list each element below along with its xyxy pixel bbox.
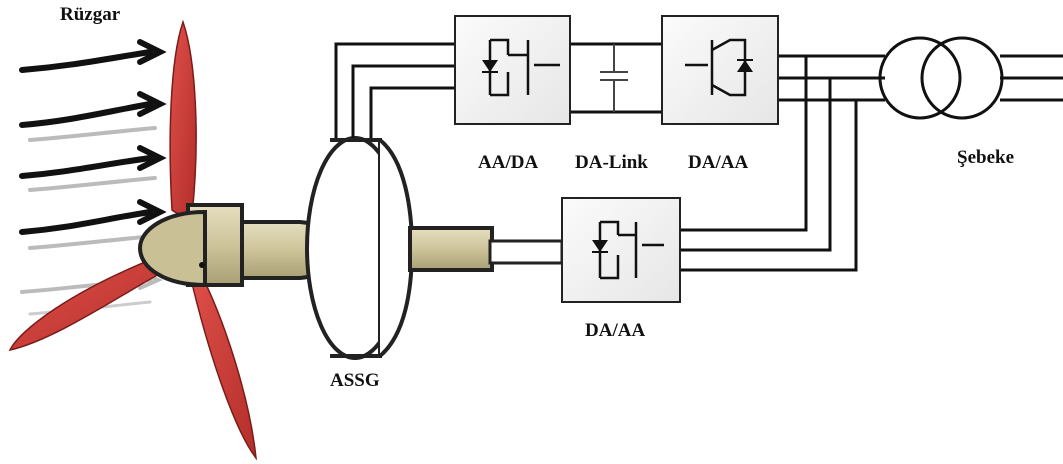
dc-link-capacitor [600, 44, 628, 112]
rectifier-label: AA/DA [478, 152, 539, 173]
wind-arrow [19, 145, 167, 192]
blade-bottom-left [8, 257, 172, 352]
dc-link-label: DA-Link [575, 152, 648, 173]
wind-arrow [19, 91, 167, 142]
blade-bottom-right [189, 266, 258, 461]
inverter-bottom-label: DA/AA [585, 320, 646, 341]
wind-label: Rüzgar [60, 4, 121, 25]
wind-arrow [19, 39, 167, 73]
blade-top [169, 19, 197, 216]
shaft-coupling [488, 239, 564, 265]
generator [305, 136, 415, 360]
inverter-top-label: DA/AA [688, 152, 749, 173]
rotor [8, 19, 258, 461]
inverter-bottom-converter [561, 197, 681, 303]
transformer [878, 36, 1004, 120]
wiring [334, 42, 1063, 272]
spinner [137, 209, 207, 288]
rectifier-converter [454, 15, 571, 125]
inverter-top-converter [661, 15, 779, 125]
high-speed-shaft [408, 226, 494, 272]
generator-label: ASSG [330, 370, 380, 391]
grid-label: Şebeke [957, 147, 1014, 168]
hub [137, 203, 244, 288]
